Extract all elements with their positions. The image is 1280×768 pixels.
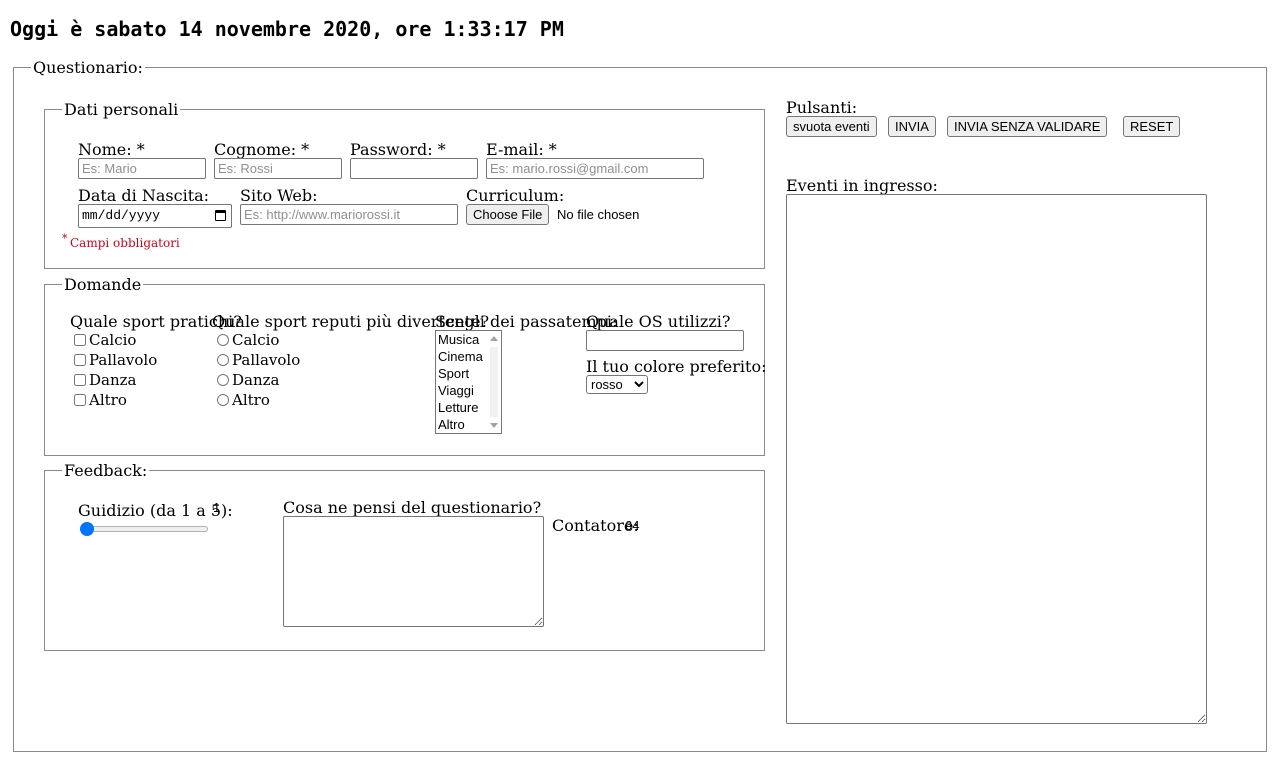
events-textarea[interactable] (786, 194, 1207, 724)
slider-thumb[interactable] (80, 522, 94, 536)
required-star: * (62, 232, 68, 245)
rating-value: 1 (213, 500, 221, 515)
submit-button[interactable]: INVIA (888, 116, 936, 137)
hobby-option[interactable]: Letture (438, 400, 479, 415)
sport-practice-checkbox[interactable] (74, 354, 86, 366)
sport-practice-option[interactable]: Pallavolo (74, 350, 157, 370)
hobby-option[interactable]: Altro (438, 417, 465, 432)
personal-data-fieldset: Dati personali (44, 100, 765, 269)
email-input[interactable] (486, 158, 704, 179)
hobby-option[interactable]: Sport (438, 366, 470, 381)
sport-practice-option[interactable]: Danza (74, 370, 157, 390)
page-title-clock: Oggi è sabato 14 novembre 2020, ore 1:33… (10, 17, 564, 41)
feedback-fieldset: Feedback: (44, 461, 765, 651)
reset-button[interactable]: RESET (1123, 116, 1181, 137)
sport-fun-group: Calcio Pallavolo Danza Altro (217, 330, 300, 410)
feedback-legend: Feedback: (64, 461, 148, 480)
website-input[interactable] (240, 204, 458, 225)
sport-fun-option[interactable]: Altro (217, 390, 300, 410)
comment-label: Cosa ne pensi del questionario? (283, 498, 542, 517)
sport-fun-option[interactable]: Danza (217, 370, 300, 390)
sport-fun-radio[interactable] (217, 394, 229, 406)
sport-practice-checkbox[interactable] (74, 334, 86, 346)
sport-fun-option[interactable]: Calcio (217, 330, 300, 350)
sport-practice-option[interactable]: Calcio (74, 330, 157, 350)
questions-legend: Domande (64, 275, 142, 294)
sport-fun-option[interactable]: Pallavolo (217, 350, 300, 370)
submit-novalidate-button[interactable]: INVIA SENZA VALIDARE (947, 116, 1108, 137)
comment-textarea[interactable] (283, 516, 544, 627)
color-label: Il tuo colore preferito: (586, 357, 767, 376)
cognome-label: Cognome: * (214, 140, 310, 159)
cognome-input[interactable] (214, 158, 342, 179)
sport-practice-checkbox[interactable] (74, 374, 86, 386)
os-input[interactable] (586, 330, 744, 351)
choose-file-button[interactable]: Choose File (466, 204, 550, 225)
password-input[interactable] (350, 158, 478, 179)
birthdate-label: Data di Nascita: (78, 186, 210, 205)
nome-input[interactable] (78, 158, 206, 179)
scroll-down-arrow-icon[interactable] (490, 423, 498, 428)
scroll-up-arrow-icon[interactable] (490, 336, 498, 341)
hobbies-listbox[interactable]: Musica Cinema Sport Viaggi Letture Altro (435, 330, 502, 434)
questionnaire-legend: Questionario: (33, 58, 143, 77)
sport-practice-label: Quale sport pratichi? (70, 312, 242, 331)
buttons-label: Pulsanti: (786, 98, 858, 117)
calendar-icon[interactable] (215, 210, 226, 221)
sport-fun-label: Quale sport reputi più divertente? (212, 312, 490, 331)
scroll-thumb[interactable] (490, 347, 498, 417)
rating-slider[interactable] (80, 521, 209, 537)
rating-label: Guidizio (da 1 a 5): (78, 501, 233, 520)
os-label: Quale OS utilizzi? (586, 312, 731, 331)
counter-value: 64 (625, 518, 640, 533)
file-status-text: No file chosen (557, 207, 640, 222)
hobbies-label: Scegli dei passatempi: (435, 312, 618, 331)
hobby-option[interactable]: Cinema (438, 349, 483, 364)
hobby-option[interactable]: Musica (438, 332, 480, 347)
sport-fun-radio[interactable] (217, 374, 229, 386)
questions-fieldset: Domande (44, 275, 765, 456)
questionnaire-fieldset: Questionario: (13, 58, 1267, 752)
nome-label: Nome: * (78, 140, 145, 159)
sport-practice-group: Calcio Pallavolo Danza Altro (74, 330, 157, 410)
required-note: Campi obbligatori (70, 236, 180, 250)
birthdate-placeholder: mm/dd/yyyy (82, 208, 161, 223)
sport-practice-option[interactable]: Altro (74, 390, 157, 410)
color-select[interactable]: rosso (586, 375, 648, 394)
clear-events-button[interactable]: svuota eventi (786, 116, 877, 137)
sport-fun-radio[interactable] (217, 354, 229, 366)
sport-fun-radio[interactable] (217, 334, 229, 346)
slider-track (80, 526, 208, 532)
email-label: E-mail: * (486, 140, 557, 159)
listbox-scrollbar[interactable] (487, 331, 501, 433)
cv-label: Curriculum: (466, 186, 565, 205)
personal-data-legend: Dati personali (64, 100, 179, 119)
password-label: Password: * (350, 140, 446, 159)
counter-label: Contatore: (552, 516, 639, 535)
birthdate-input[interactable]: mm/dd/yyyy (78, 204, 232, 228)
hobby-option[interactable]: Viaggi (438, 383, 474, 398)
sport-practice-checkbox[interactable] (74, 394, 86, 406)
events-label: Eventi in ingresso: (786, 176, 938, 195)
website-label: Sito Web: (240, 186, 318, 205)
